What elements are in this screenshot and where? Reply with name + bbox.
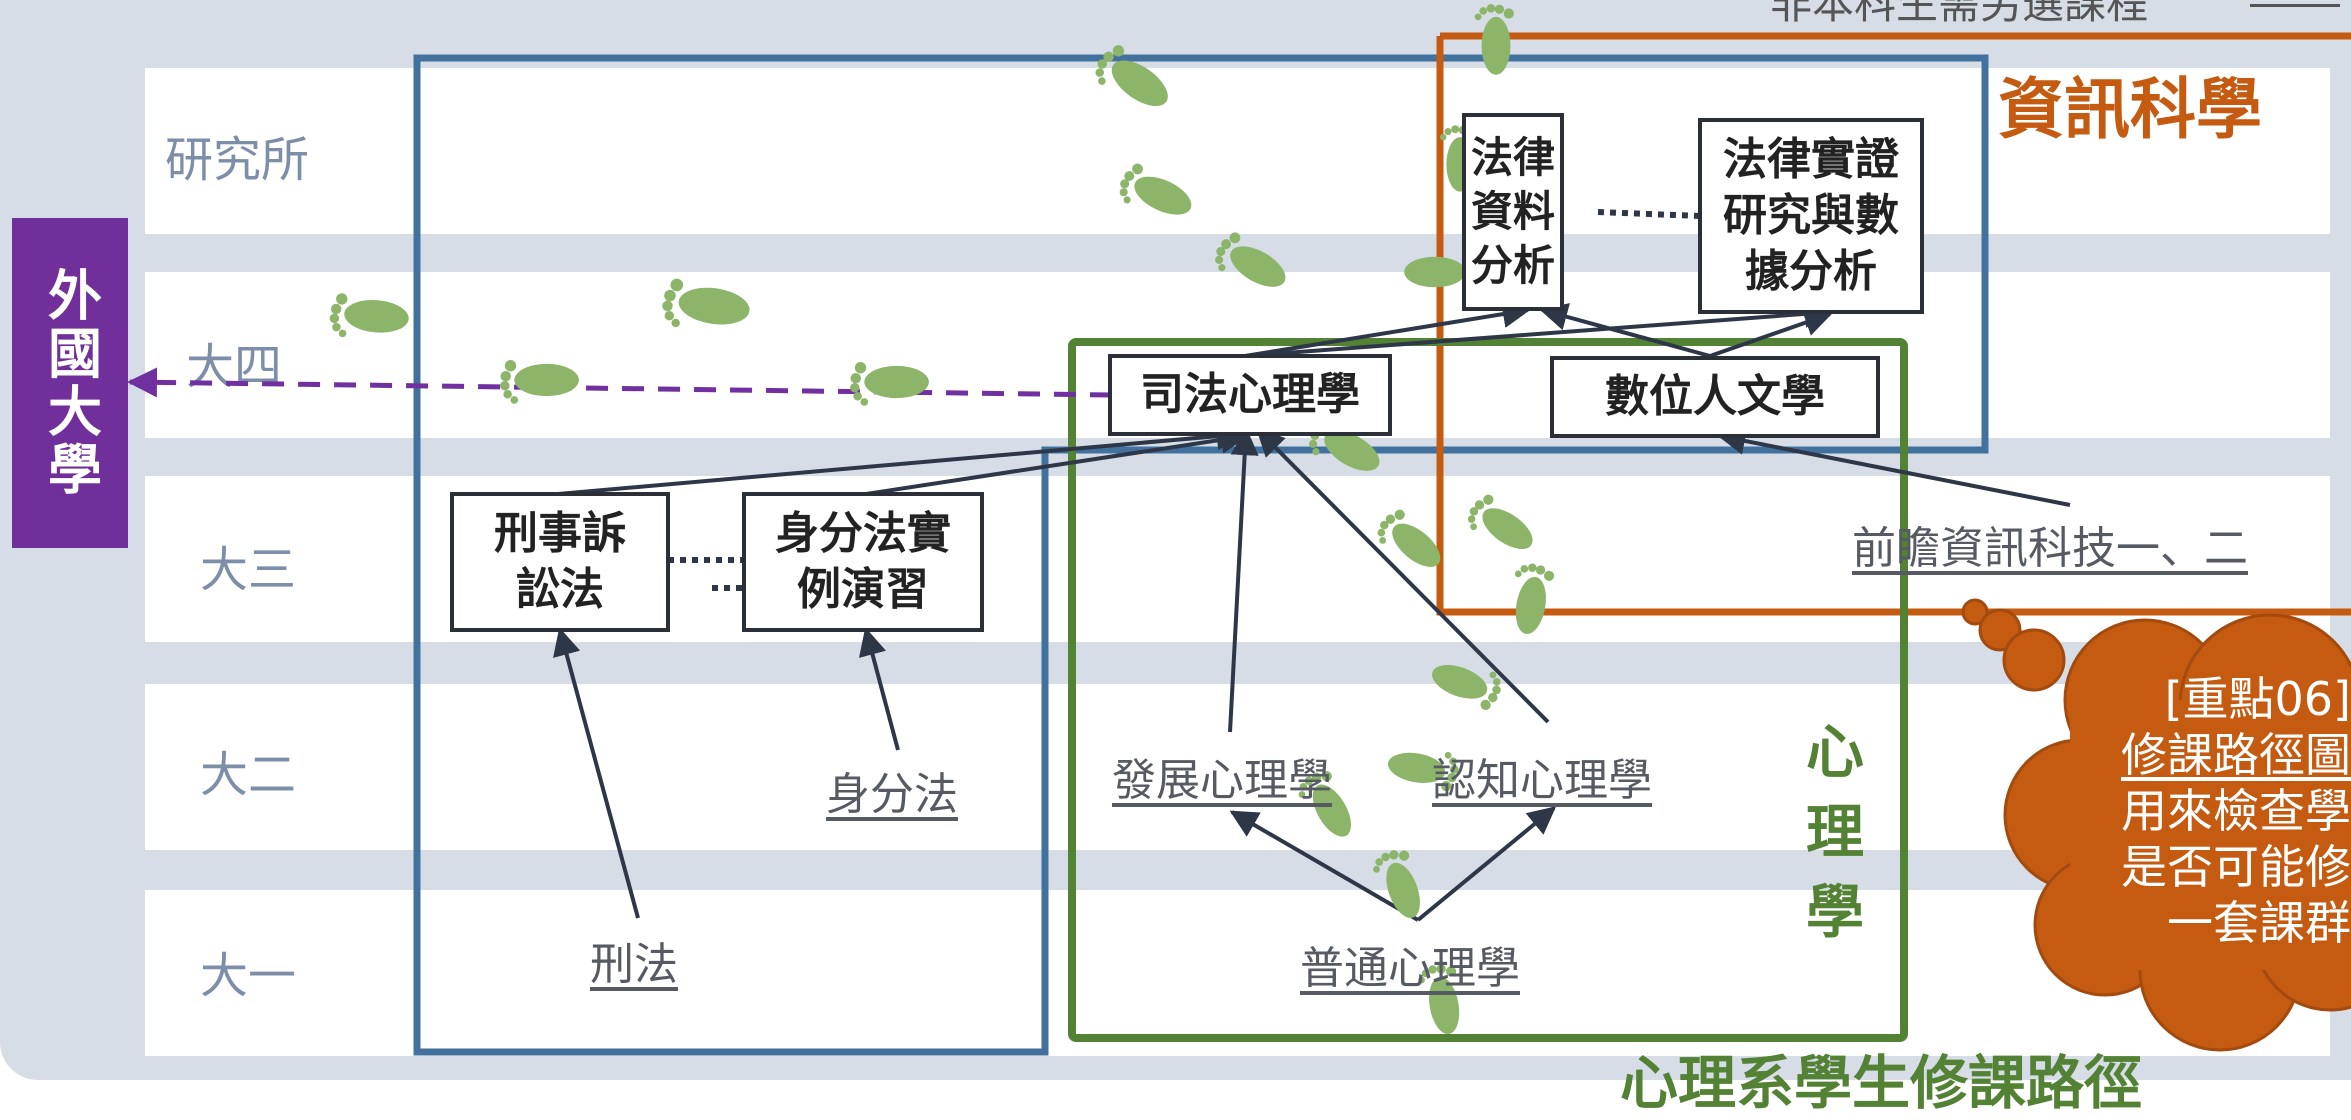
year-label-year1: 大一	[200, 948, 297, 1004]
psychology-region	[1068, 338, 1908, 1042]
course-criminal-law: 刑法	[590, 939, 678, 990]
header-partial: 非本科生需另選課程	[1770, 0, 2149, 28]
footprint-icon	[1461, 490, 1542, 563]
course-cognitive-psychology: 認知心理學	[1432, 755, 1652, 806]
arrow-forensic-legal-data	[1244, 300, 1531, 358]
row-year1	[145, 890, 2330, 1056]
course-general-psychology: 普通心理學	[1300, 943, 1520, 994]
row-graduate	[145, 68, 2330, 234]
course-digital-humanities: 數位人文學	[1550, 356, 1880, 438]
header-underline	[2250, 4, 2340, 7]
arrow-family-law	[858, 627, 900, 751]
course-frontier-it: 前瞻資訊科技一、二	[1852, 523, 2248, 574]
dotted-link-graduate	[1597, 209, 1701, 219]
course-forensic-psychology: 司法心理學	[1108, 354, 1392, 436]
callout-line-2: 用來檢查學	[2121, 784, 2351, 838]
callout-line-1: 修課路徑圖	[2121, 728, 2351, 782]
footprint-icon	[1426, 652, 1507, 713]
year-label-year3: 大三	[200, 542, 297, 598]
arrow-general-cog	[1416, 806, 1557, 922]
footprint-icon	[1088, 40, 1178, 122]
arrow-digital-empirical	[1709, 309, 1833, 358]
arrow-cog-forensic	[1256, 428, 1550, 724]
year-label-year2: 大二	[200, 747, 297, 803]
arrow-frontier-digital	[1717, 427, 2071, 507]
course-family-law-practice: 身分法實 例演習	[742, 492, 984, 632]
course-legal-data-analysis: 法律 資料 分析	[1462, 113, 1564, 311]
callout-line-3: 是否可能修	[2121, 840, 2351, 894]
footprint-icon	[1504, 560, 1556, 637]
callout-cloud	[1961, 598, 2351, 1052]
footprint-icon	[328, 292, 411, 343]
footprint-icon	[850, 362, 929, 406]
callout-line-4: 一套課群	[2167, 896, 2351, 950]
arrow-criminal-procedure-forensic	[557, 422, 1245, 496]
arrow-criminal-law	[553, 627, 640, 919]
arrow-family-practice-forensic	[865, 425, 1249, 496]
course-criminal-procedure: 刑事訴 訟法	[450, 492, 670, 632]
footprint-icon	[659, 277, 753, 338]
psych-path-label: 心理系學生修課路徑	[1620, 1049, 2143, 1117]
footprint-icon	[500, 360, 579, 404]
course-developmental-psychology: 發展心理學	[1112, 755, 1332, 806]
footprint-icon	[1368, 845, 1430, 925]
arrow-forensic-empirical	[1244, 299, 1833, 358]
foreign-university-label: 外國大學	[12, 218, 128, 548]
info-science-label: 資訊科學	[1998, 71, 2262, 148]
footprint-icon	[1208, 228, 1294, 302]
year-label-graduate: 研究所	[165, 132, 310, 188]
foreign-path-arrow	[127, 367, 1113, 398]
callout-tag: [重點06]	[2164, 672, 2351, 726]
arrow-dev-forensic	[1228, 427, 1259, 733]
arrow-general-dev	[1229, 810, 1420, 922]
arrow-digital-legal-data	[1539, 303, 1711, 358]
course-family-law: 身分法	[826, 769, 958, 820]
psychology-label: 心 理 學	[1806, 718, 1865, 946]
footprint-icon	[1113, 159, 1199, 229]
course-empirical-legal-research: 法律實證 研究與數 據分析	[1698, 118, 1924, 314]
